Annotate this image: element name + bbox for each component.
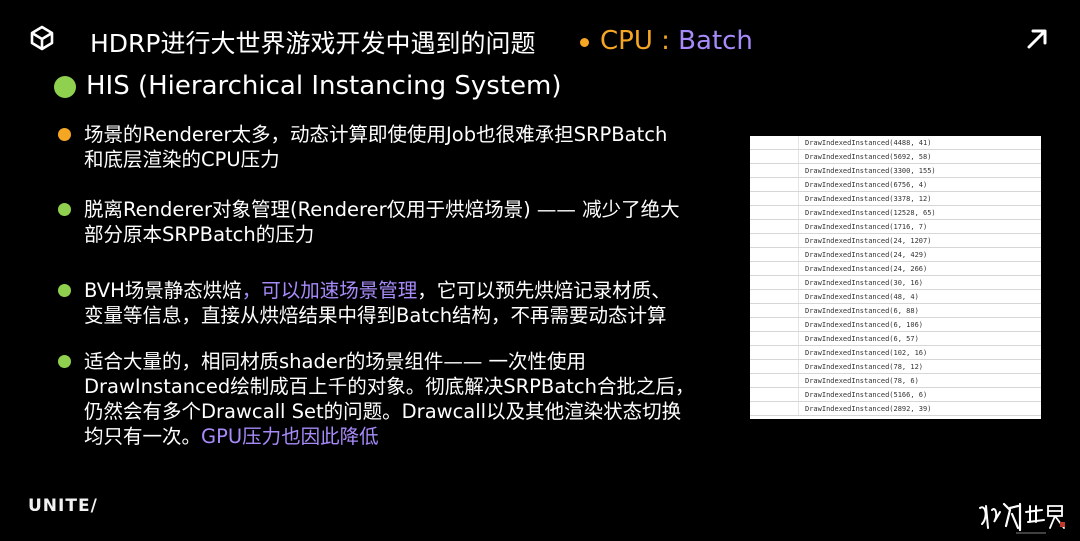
- drawcall-row: DrawIndexedInstanced(78, 6): [750, 374, 1041, 388]
- bullet-dot: [58, 128, 71, 141]
- bullet-line: 部分原本SRPBatch的压力: [84, 223, 315, 246]
- cpu-batch-label: CPU : Batch: [600, 26, 753, 56]
- cpu-label: CPU: [600, 26, 653, 56]
- drawcall-row: DrawIndexedInstanced(24, 429): [750, 248, 1041, 262]
- cpu-separator: :: [652, 26, 679, 56]
- bullet-renderer-overload: 场景的Renderer太多，动态计算即使使用Job也很难承担SRPBatch 和…: [84, 122, 744, 172]
- bullet-dot: [58, 284, 71, 297]
- drawcall-row: DrawIndexedInstanced(24, 1207): [750, 234, 1041, 248]
- drawcall-row: DrawIndexedInstanced(5692, 58): [750, 150, 1041, 164]
- drawcall-row: DrawIndexedInstanced(6, 88): [750, 304, 1041, 318]
- page-title: HDRP进行大世界游戏开发中遇到的问题: [90, 29, 536, 58]
- bullet-detach-renderer: 脱离Renderer对象管理(Renderer仅用于烘焙场景) —— 减少了绝大…: [84, 197, 744, 247]
- bullet-dot: [58, 355, 71, 368]
- xianjian-world-logo: [979, 502, 1065, 534]
- bullet-line: 均只有一次。GPU压力也因此降低: [84, 424, 744, 449]
- bullet-drawinstanced: 适合大量的，相同材质shader的场景组件—— 一次性使用 DrawInstan…: [84, 349, 744, 449]
- bullet-line: 适合大量的，相同材质shader的场景组件—— 一次性使用: [84, 350, 587, 373]
- drawcall-row: DrawIndexedInstanced(24, 266): [750, 262, 1041, 276]
- bullet-text: 均只有一次。: [84, 425, 202, 448]
- drawcall-row: DrawIndexedInstanced(6, 57): [750, 332, 1041, 346]
- bullet-line: 脱离Renderer对象管理(Renderer仅用于烘焙场景) —— 减少了绝大: [84, 198, 680, 221]
- drawcall-row: DrawIndexedInstanced(6, 106): [750, 318, 1041, 332]
- drawcall-row: DrawIndexedInstanced(4488, 41): [750, 136, 1041, 150]
- bullet-line: 仍然会有多个Drawcall Set的问题。Drawcall以及其他渲染状态切换: [84, 400, 682, 423]
- drawcall-row: DrawIndexedInstanced(6756, 4): [750, 178, 1041, 192]
- bullet-line: 变量等信息，直接从烘焙结果中得到Batch结构，不再需要动态计算: [84, 304, 667, 327]
- bullet-text: BVH场景静态烘焙: [84, 279, 242, 302]
- cpu-bullet-dot: [580, 38, 589, 47]
- drawcall-list-panel: DrawIndexedInstanced(4488, 41)DrawIndexe…: [750, 136, 1041, 419]
- drawcall-row: DrawIndexedInstanced(2892, 39): [750, 402, 1041, 416]
- drawcall-row: DrawIndexedInstanced(48, 4): [750, 290, 1041, 304]
- section-title: HIS (Hierarchical Instancing System): [86, 71, 562, 101]
- drawcall-row: DrawIndexedInstanced(78, 12): [750, 360, 1041, 374]
- bullet-text: ，它可以预先烘焙记录材质、: [417, 279, 671, 302]
- bullet-bvh-baking: BVH场景静态烘焙，可以加速场景管理，它可以预先烘焙记录材质、 变量等信息，直接…: [84, 278, 744, 328]
- batch-label: Batch: [678, 26, 753, 56]
- drawcall-row: DrawIndexedInstanced(5166, 6): [750, 388, 1041, 402]
- drawcall-row: DrawIndexedInstanced(12528, 65): [750, 206, 1041, 220]
- unite-logo: UNITE/: [28, 496, 98, 516]
- drawcall-row: DrawIndexedInstanced(3378, 12): [750, 192, 1041, 206]
- bullet-dot: [58, 203, 71, 216]
- drawcall-row: DrawIndexedInstanced(3300, 155): [750, 164, 1041, 178]
- bullet-line: 场景的Renderer太多，动态计算即使使用Job也很难承担SRPBatch: [84, 123, 668, 146]
- drawcall-row: DrawIndexedInstanced(102, 16): [750, 346, 1041, 360]
- bullet-line: DrawInstanced绘制成百上千的对象。彻底解决SRPBatch合批之后，: [84, 375, 695, 398]
- arrow-up-right-icon[interactable]: [1024, 26, 1050, 52]
- section-dot: [54, 76, 76, 98]
- drawcall-row: DrawIndexedInstanced(30, 16): [750, 276, 1041, 290]
- drawcall-row: DrawIndexedInstanced(1716, 7): [750, 220, 1041, 234]
- bullet-line: 和底层渲染的CPU压力: [84, 148, 280, 171]
- unity-cube-icon: [30, 25, 54, 51]
- bullet-highlight: GPU压力也因此降低: [201, 425, 379, 448]
- bullet-line: BVH场景静态烘焙，可以加速场景管理，它可以预先烘焙记录材质、: [84, 278, 744, 303]
- bullet-highlight: ，可以加速场景管理: [241, 279, 418, 302]
